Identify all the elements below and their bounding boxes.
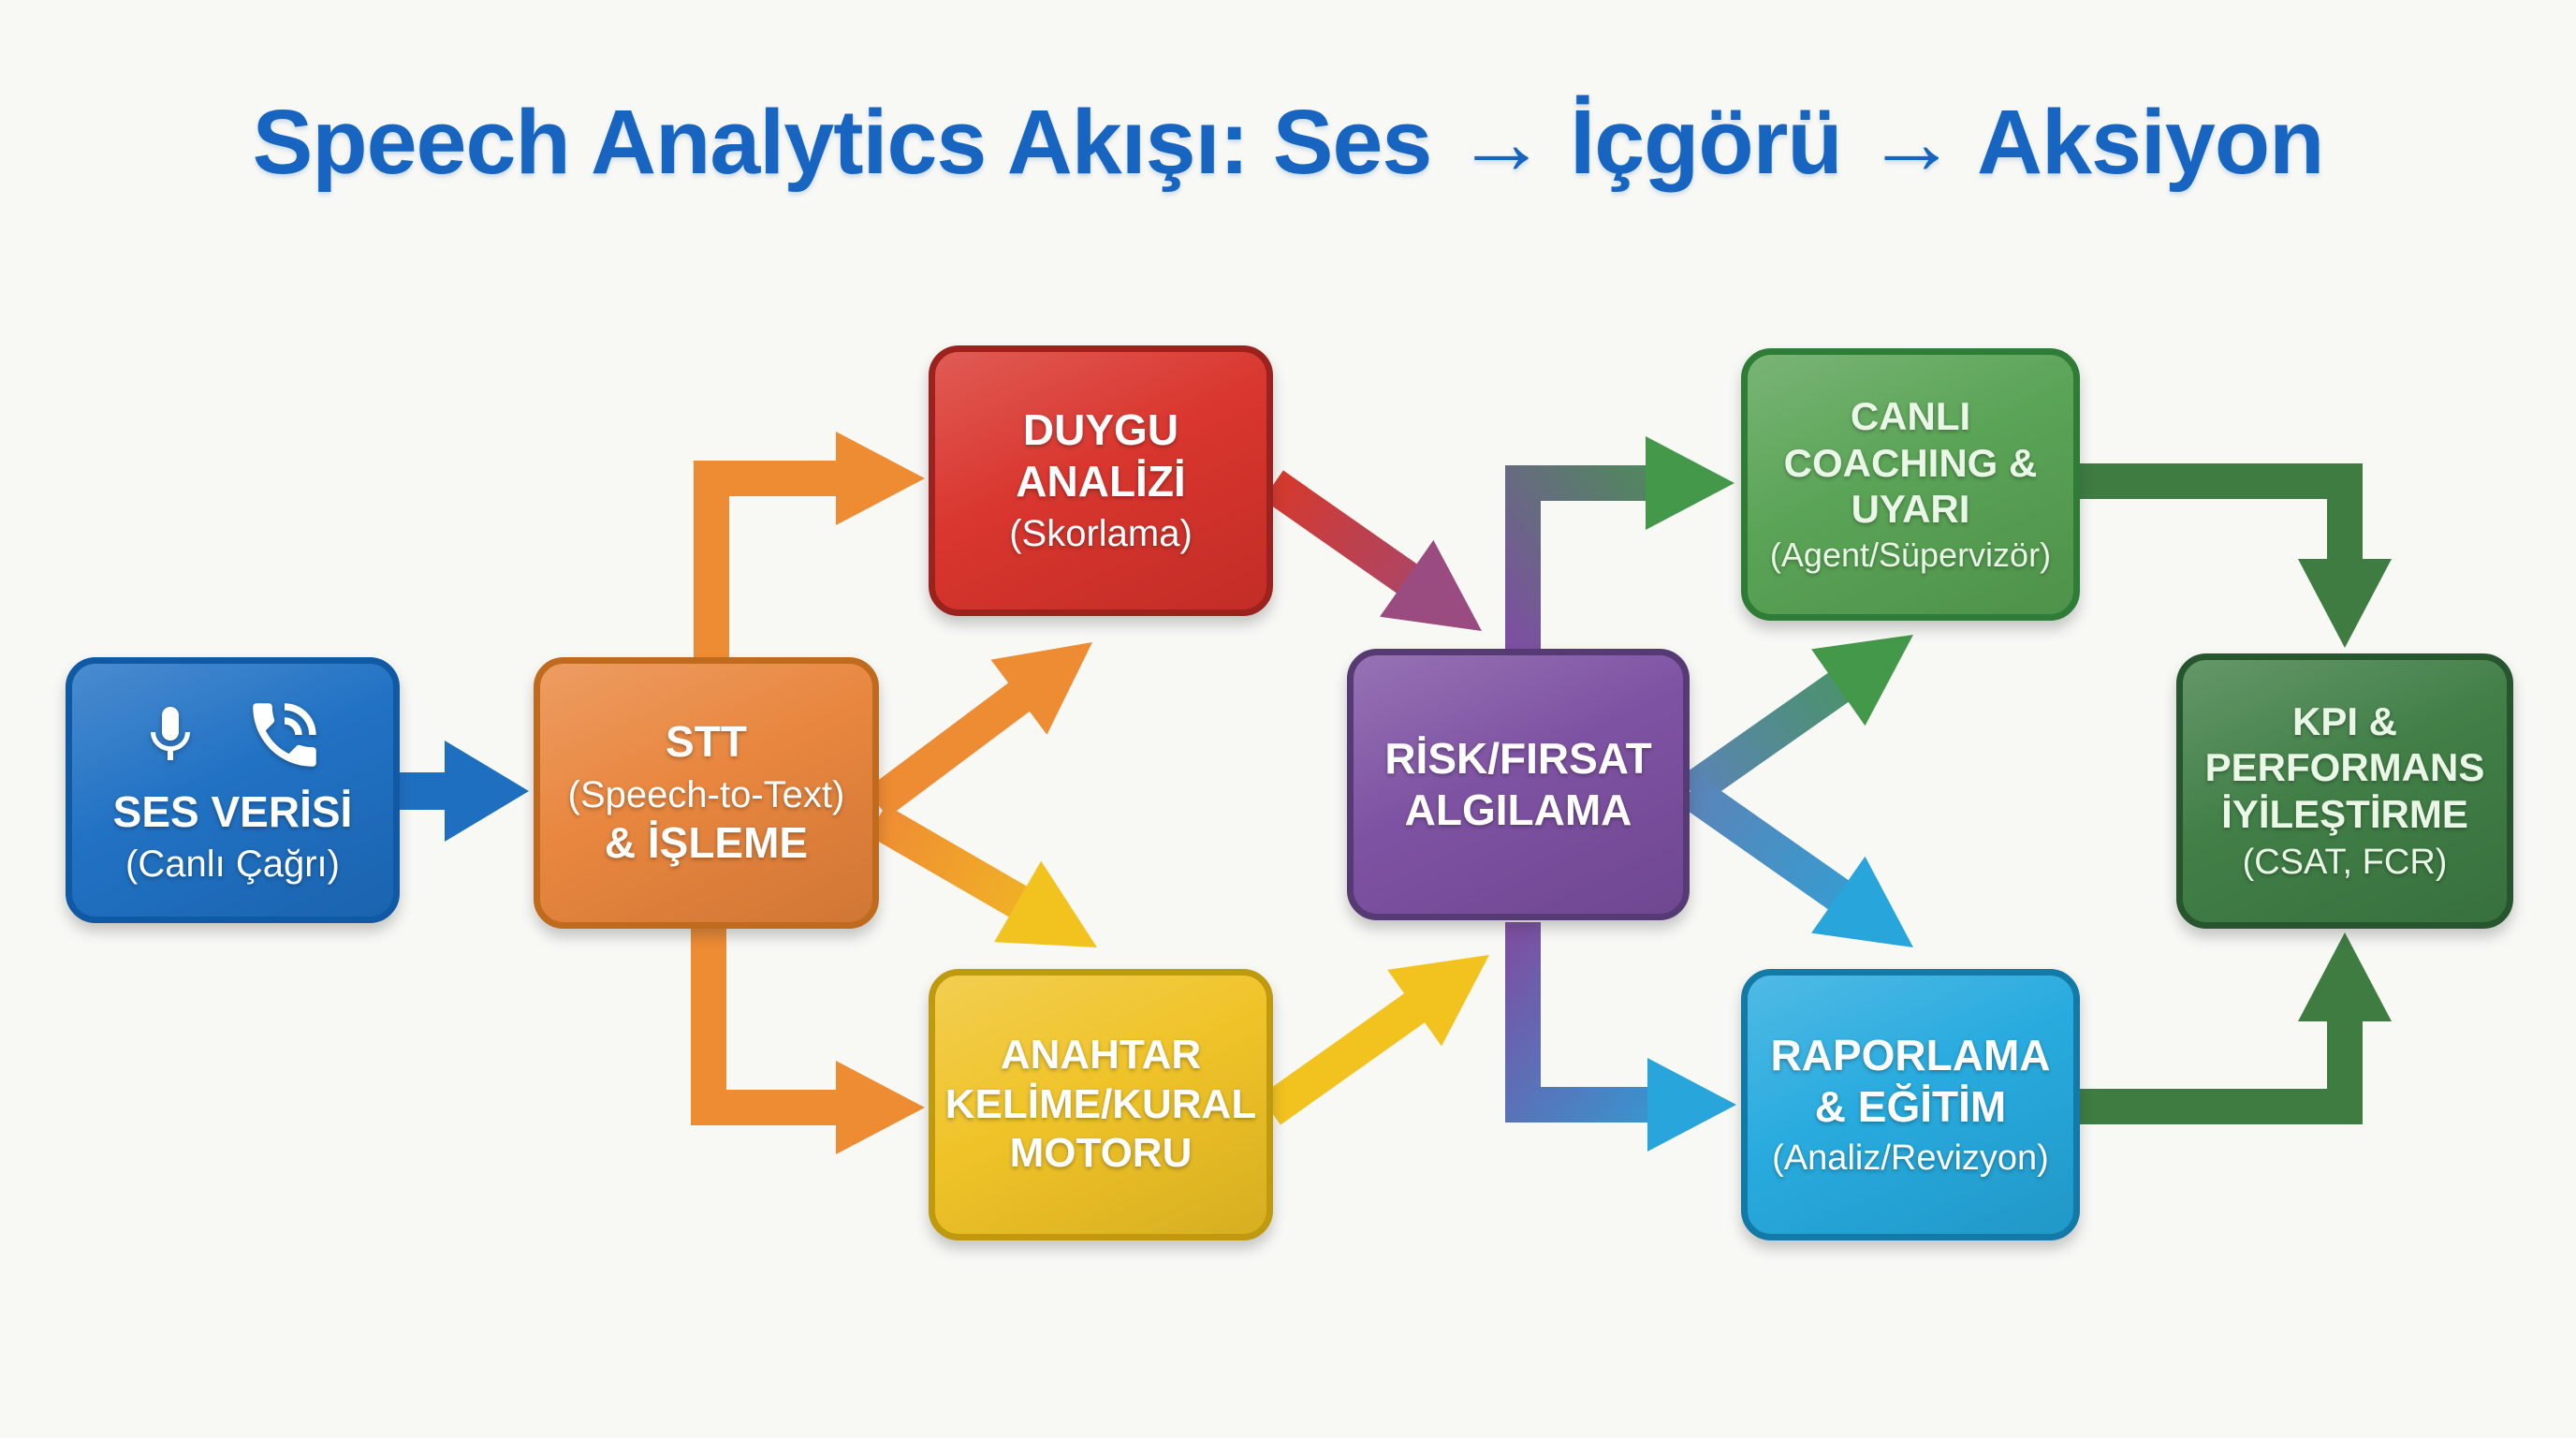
node-title: ANAHTAR KELİME/KURAL MOTORU [944, 1031, 1257, 1177]
node-title: SES VERİSİ [112, 787, 353, 836]
node-subtitle: (Agent/Süpervizör) [1769, 535, 2052, 574]
phone-in-talk-icon [252, 703, 316, 767]
flow-arrow-head [1646, 436, 1734, 530]
node-anahtar-kelime-kural-motoru: ANAHTAR KELİME/KURAL MOTORU [929, 969, 1273, 1240]
node-stt-isleme: STT (Speech-to-Text) & İŞLEME [534, 657, 879, 929]
flow-arrow-head [1811, 856, 1913, 947]
node-title: DUYGU ANALİZİ [1016, 404, 1186, 506]
diagram-title: Speech Analytics Akışı: Ses → İçgörü → A… [252, 91, 2325, 193]
node-subtitle: (Analiz/Revizyon) [1772, 1138, 2049, 1178]
flow-arrow-shaft [691, 927, 845, 1125]
flow-arrow-shaft [2080, 463, 2363, 569]
node-subtitle: (Skorlama) [1009, 513, 1193, 555]
flow-arrow-shaft [2080, 1012, 2363, 1124]
node-kpi-performans-iyilestirme: KPI & PERFORMANS İYİLEŞTİRME (CSAT, FCR) [2176, 653, 2513, 929]
node-title: RAPORLAMA & EĞİTİM [1770, 1030, 2051, 1131]
node-title: RİSK/FIRSAT ALGILAMA [1384, 733, 1652, 834]
flow-arrow-head [1380, 539, 1482, 631]
flow-arrow-head [1647, 1058, 1736, 1152]
flow-arrow-head [836, 432, 925, 525]
flow-arrow-head [990, 642, 1092, 735]
flow-arrow-head [2298, 559, 2392, 648]
flow-arrow-head [1811, 635, 1913, 726]
node-title: CANLI COACHING & UYARI [1783, 394, 2038, 532]
node-duygu-analizi: DUYGU ANALİZİ (Skorlama) [929, 345, 1273, 616]
node-title: KPI & PERFORMANS İYİLEŞTİRME [2204, 698, 2485, 836]
flow-arrow-head [1387, 955, 1489, 1047]
flow-arrow-head [994, 860, 1097, 947]
node-canli-coaching-uyari: CANLI COACHING & UYARI (Agent/Süpervizör… [1741, 348, 2080, 621]
flow-arrow-head [445, 741, 529, 842]
flow-arrow-shaft [1680, 667, 1856, 806]
node-title-2: & İŞLEME [604, 818, 809, 868]
flow-arrow-head [836, 1061, 925, 1154]
flow-arrow-shaft [1260, 988, 1433, 1125]
microphone-icon [150, 707, 190, 760]
flow-arrow-shaft [1505, 465, 1655, 655]
node-subtitle: (Canlı Çağrı) [125, 844, 340, 886]
flow-arrow-shaft [868, 804, 1035, 922]
node-title: STT [666, 717, 747, 767]
flow-arrow-shaft [1263, 470, 1425, 599]
flow-arrow-head [2298, 932, 2392, 1021]
node-raporlama-egitim: RAPORLAMA & EĞİTİM (Analiz/Revizyon) [1741, 969, 2080, 1240]
node-risk-firsat-algilama: RİSK/FIRSAT ALGILAMA [1347, 649, 1690, 920]
node-subtitle: (Speech-to-Text) [567, 773, 845, 815]
flow-arrow-shaft [1680, 776, 1856, 916]
flow-arrow-shaft [1505, 922, 1657, 1123]
node-ses-verisi: SES VERİSİ (Canlı Çağrı) [66, 657, 400, 923]
flow-arrow-shaft [866, 677, 1037, 818]
flow-arrow-shaft [694, 461, 845, 660]
node-ses-icons [137, 693, 329, 777]
node-subtitle: (CSAT, FCR) [2242, 843, 2448, 883]
